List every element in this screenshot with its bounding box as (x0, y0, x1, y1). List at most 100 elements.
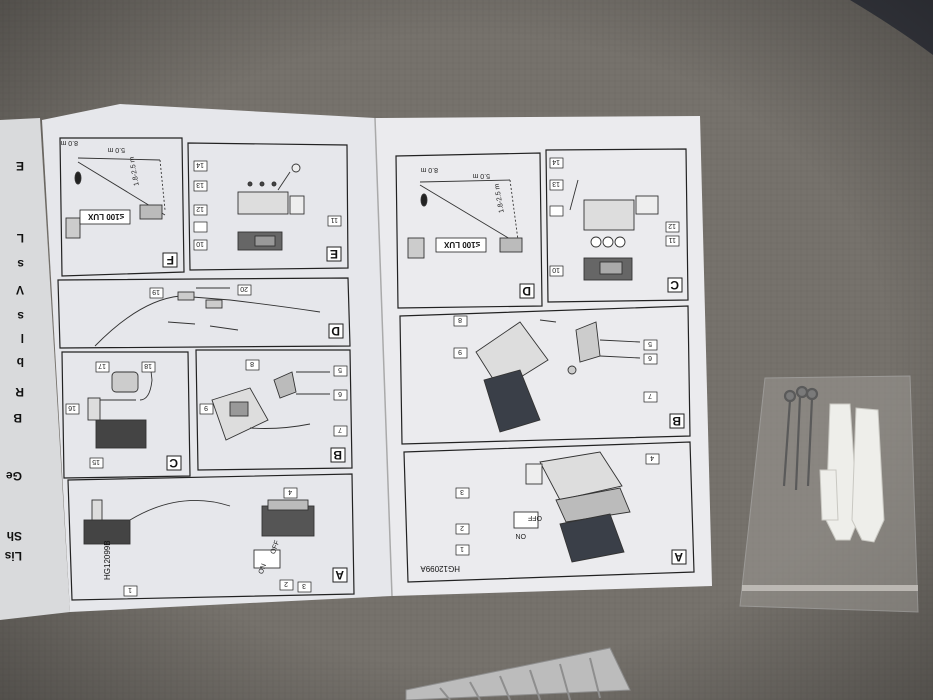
left-model-code: HG12099B (103, 540, 112, 580)
left-distance-small: 8.0 m (60, 139, 78, 146)
right-distance-top: 5.0 m (472, 172, 490, 179)
right-b-num-5: 5 (648, 340, 652, 347)
left-a-num-2: 2 (284, 580, 288, 587)
left-panel-c-callouts (65, 361, 156, 469)
right-model-code: HG12099A (420, 564, 460, 573)
right-panel-a: A (674, 550, 683, 564)
left-panel-e-diagram (237, 163, 305, 251)
left-b-num-5: 5 (338, 366, 342, 373)
svg-text:E: E (16, 159, 24, 173)
left-panel-f-diagram (65, 157, 166, 239)
left-distance-top: 5.0 m (107, 146, 125, 153)
right-panel-b-callouts (453, 315, 658, 403)
right-c-num-11: 11 (669, 236, 676, 243)
left-page-panels (57, 137, 355, 601)
right-a-num-3: 3 (460, 488, 464, 495)
left-a-num-1: 1 (128, 586, 132, 593)
svg-text:b: b (17, 355, 24, 369)
left-d-num-20: 20 (240, 285, 248, 292)
left-c-num-16: 16 (68, 404, 76, 411)
bag-zip-strip (742, 585, 918, 591)
right-c-num-13: 13 (552, 180, 560, 187)
right-b-num-6: 6 (648, 354, 652, 361)
left-b-num-7: 7 (338, 426, 342, 433)
svg-text:Ge: Ge (6, 469, 22, 483)
right-c-num-10: 10 (552, 266, 560, 273)
left-panel-b-diagram (211, 371, 330, 441)
right-panel-d: D (522, 284, 531, 298)
right-a-num-4: 4 (650, 454, 654, 461)
book-spine (374, 117, 393, 597)
left-lux-label: ≤100 LUX (87, 212, 124, 221)
left-panel-e: E (330, 247, 338, 261)
left-panel-c-diagram (87, 361, 153, 449)
right-panel-c-callouts (549, 157, 680, 277)
svg-text:Lis: Lis (4, 549, 22, 563)
svg-text:s: s (17, 309, 24, 323)
edge-page-text: E L s V s l b R B Ge Sh Lis (4, 159, 24, 563)
left-panel-a-callouts (123, 487, 312, 597)
svg-text:B: B (13, 411, 22, 425)
svg-text:s: s (17, 257, 24, 271)
left-a-num-3: 3 (302, 582, 306, 589)
svg-text:l: l (21, 331, 24, 345)
svg-text:L: L (17, 231, 24, 245)
svg-text:Sh: Sh (7, 529, 22, 543)
right-panel-a-diagram (513, 451, 631, 563)
right-panel-c: C (670, 278, 679, 292)
left-c-num-18: 18 (144, 362, 152, 369)
right-b-num-8: 8 (458, 316, 462, 323)
right-panel-letters: D C B A (519, 277, 687, 565)
left-panel-b: B (333, 448, 342, 462)
right-switch-on: ON (516, 532, 527, 539)
plastic-mount-part (405, 647, 631, 700)
right-panel-c-diagram (569, 179, 659, 281)
left-panel-b-callouts (199, 359, 348, 437)
left-panel-a: A (335, 568, 344, 582)
svg-text:R: R (15, 385, 24, 399)
left-panel-f: F (167, 253, 174, 267)
left-panel-d-diagram (94, 287, 321, 347)
left-panel-c: C (169, 456, 178, 470)
right-lux-label: ≤100 LUX (443, 240, 480, 249)
left-lux-box (79, 209, 131, 225)
right-b-num-7: 7 (648, 392, 652, 399)
svg-text:V: V (16, 283, 24, 297)
right-c-num-14: 14 (552, 158, 560, 165)
right-panel-d-diagram (407, 179, 523, 259)
left-e-num-13: 13 (196, 181, 204, 188)
left-a-num-4: 4 (288, 488, 292, 495)
left-e-num-10: 10 (196, 240, 204, 247)
right-lux-box (435, 237, 487, 253)
right-distance-small: 8.0 m (420, 166, 438, 173)
left-switch-on: ON (258, 563, 268, 575)
right-panel-a-callouts (455, 453, 660, 556)
left-b-num-8: 8 (250, 360, 254, 367)
screws (782, 385, 819, 491)
left-e-num-11: 11 (331, 216, 338, 223)
left-e-num-14: 14 (196, 161, 204, 168)
right-b-num-9: 9 (458, 348, 462, 355)
left-panel-d-callouts (149, 284, 252, 299)
left-c-num-17: 17 (98, 362, 106, 369)
right-a-num-1: 1 (460, 545, 464, 552)
left-page (42, 104, 392, 612)
right-panel-b-diagram (475, 319, 641, 433)
left-c-num-15: 15 (92, 458, 100, 465)
left-b-num-9: 9 (204, 404, 208, 411)
left-e-num-12: 12 (196, 205, 204, 212)
edge-page (0, 118, 70, 620)
left-panel-a-diagram (83, 499, 315, 569)
right-a-num-2: 2 (460, 524, 464, 531)
left-switch-off: OFF (270, 540, 281, 556)
left-d-num-19: 19 (152, 288, 160, 295)
right-page-panels (395, 148, 695, 583)
left-panel-letters: F E D C B A (162, 246, 348, 583)
left-panel-d: D (331, 324, 340, 338)
left-panel-e-callouts (193, 160, 342, 251)
left-b-num-6: 6 (338, 390, 342, 397)
right-panel-b: B (672, 414, 681, 428)
right-switch-off: OFF (528, 514, 542, 521)
right-c-num-12: 12 (668, 222, 676, 229)
